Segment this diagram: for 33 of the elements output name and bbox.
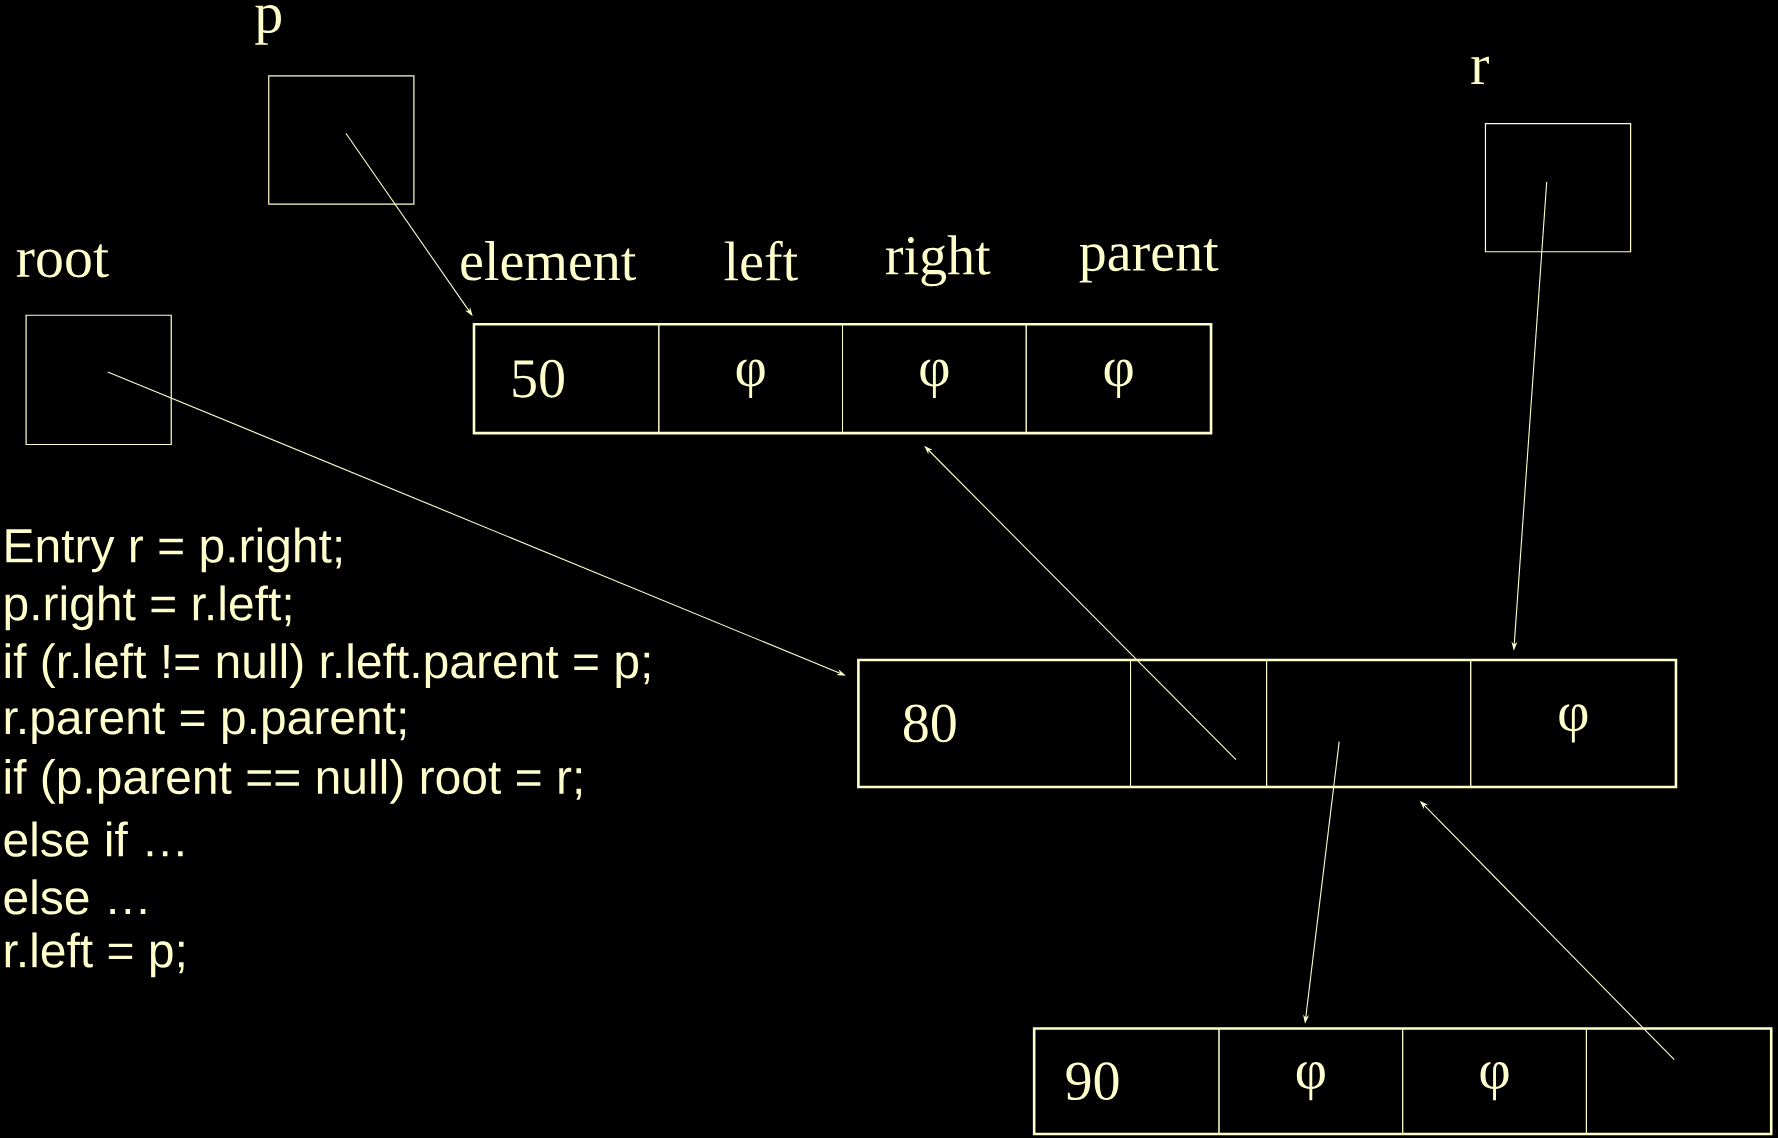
pointer-box: root	[16, 244, 172, 445]
field-heading: parent	[1079, 238, 1219, 283]
code-line: else …	[4, 879, 146, 915]
record-cell: φ	[1218, 1027, 1404, 1135]
field-heading: left	[724, 240, 798, 281]
record-cell: φ	[1402, 1027, 1587, 1135]
record-cell: φ	[842, 323, 1027, 434]
record-cell	[1130, 659, 1268, 788]
record-cell	[1585, 1027, 1772, 1135]
record-cell: 80	[857, 659, 1132, 788]
record-cell: φ	[658, 323, 843, 434]
record-box	[1032, 1026, 1773, 1135]
pointer-box: p	[255, 4, 415, 205]
code-line: p.right = r.left;	[5, 585, 291, 630]
code-line: else if …	[4, 821, 183, 857]
code-line: r.parent = p.parent;	[5, 702, 406, 744]
record-cell: 50	[473, 323, 660, 434]
code-line: if (r.left != null) r.left.parent = p;	[5, 643, 650, 688]
node-label: r	[1471, 56, 1489, 84]
arrow	[345, 132, 473, 316]
record-box	[472, 322, 1213, 435]
code-line: r.left = p;	[5, 932, 184, 977]
field-heading: right	[886, 235, 991, 287]
record-cell	[1266, 659, 1472, 788]
field-heading: element	[461, 240, 637, 281]
code-line: if (p.parent == null) root = r;	[5, 758, 581, 804]
node-label: root	[16, 243, 109, 278]
code-line: Entry r = p.right;	[6, 527, 341, 573]
record-cell: φ	[1025, 323, 1212, 434]
record-cell: 90	[1033, 1027, 1220, 1135]
record-cell: φ	[1470, 659, 1677, 788]
node-label: p	[255, 4, 281, 45]
pointer-box: r	[1471, 56, 1632, 253]
